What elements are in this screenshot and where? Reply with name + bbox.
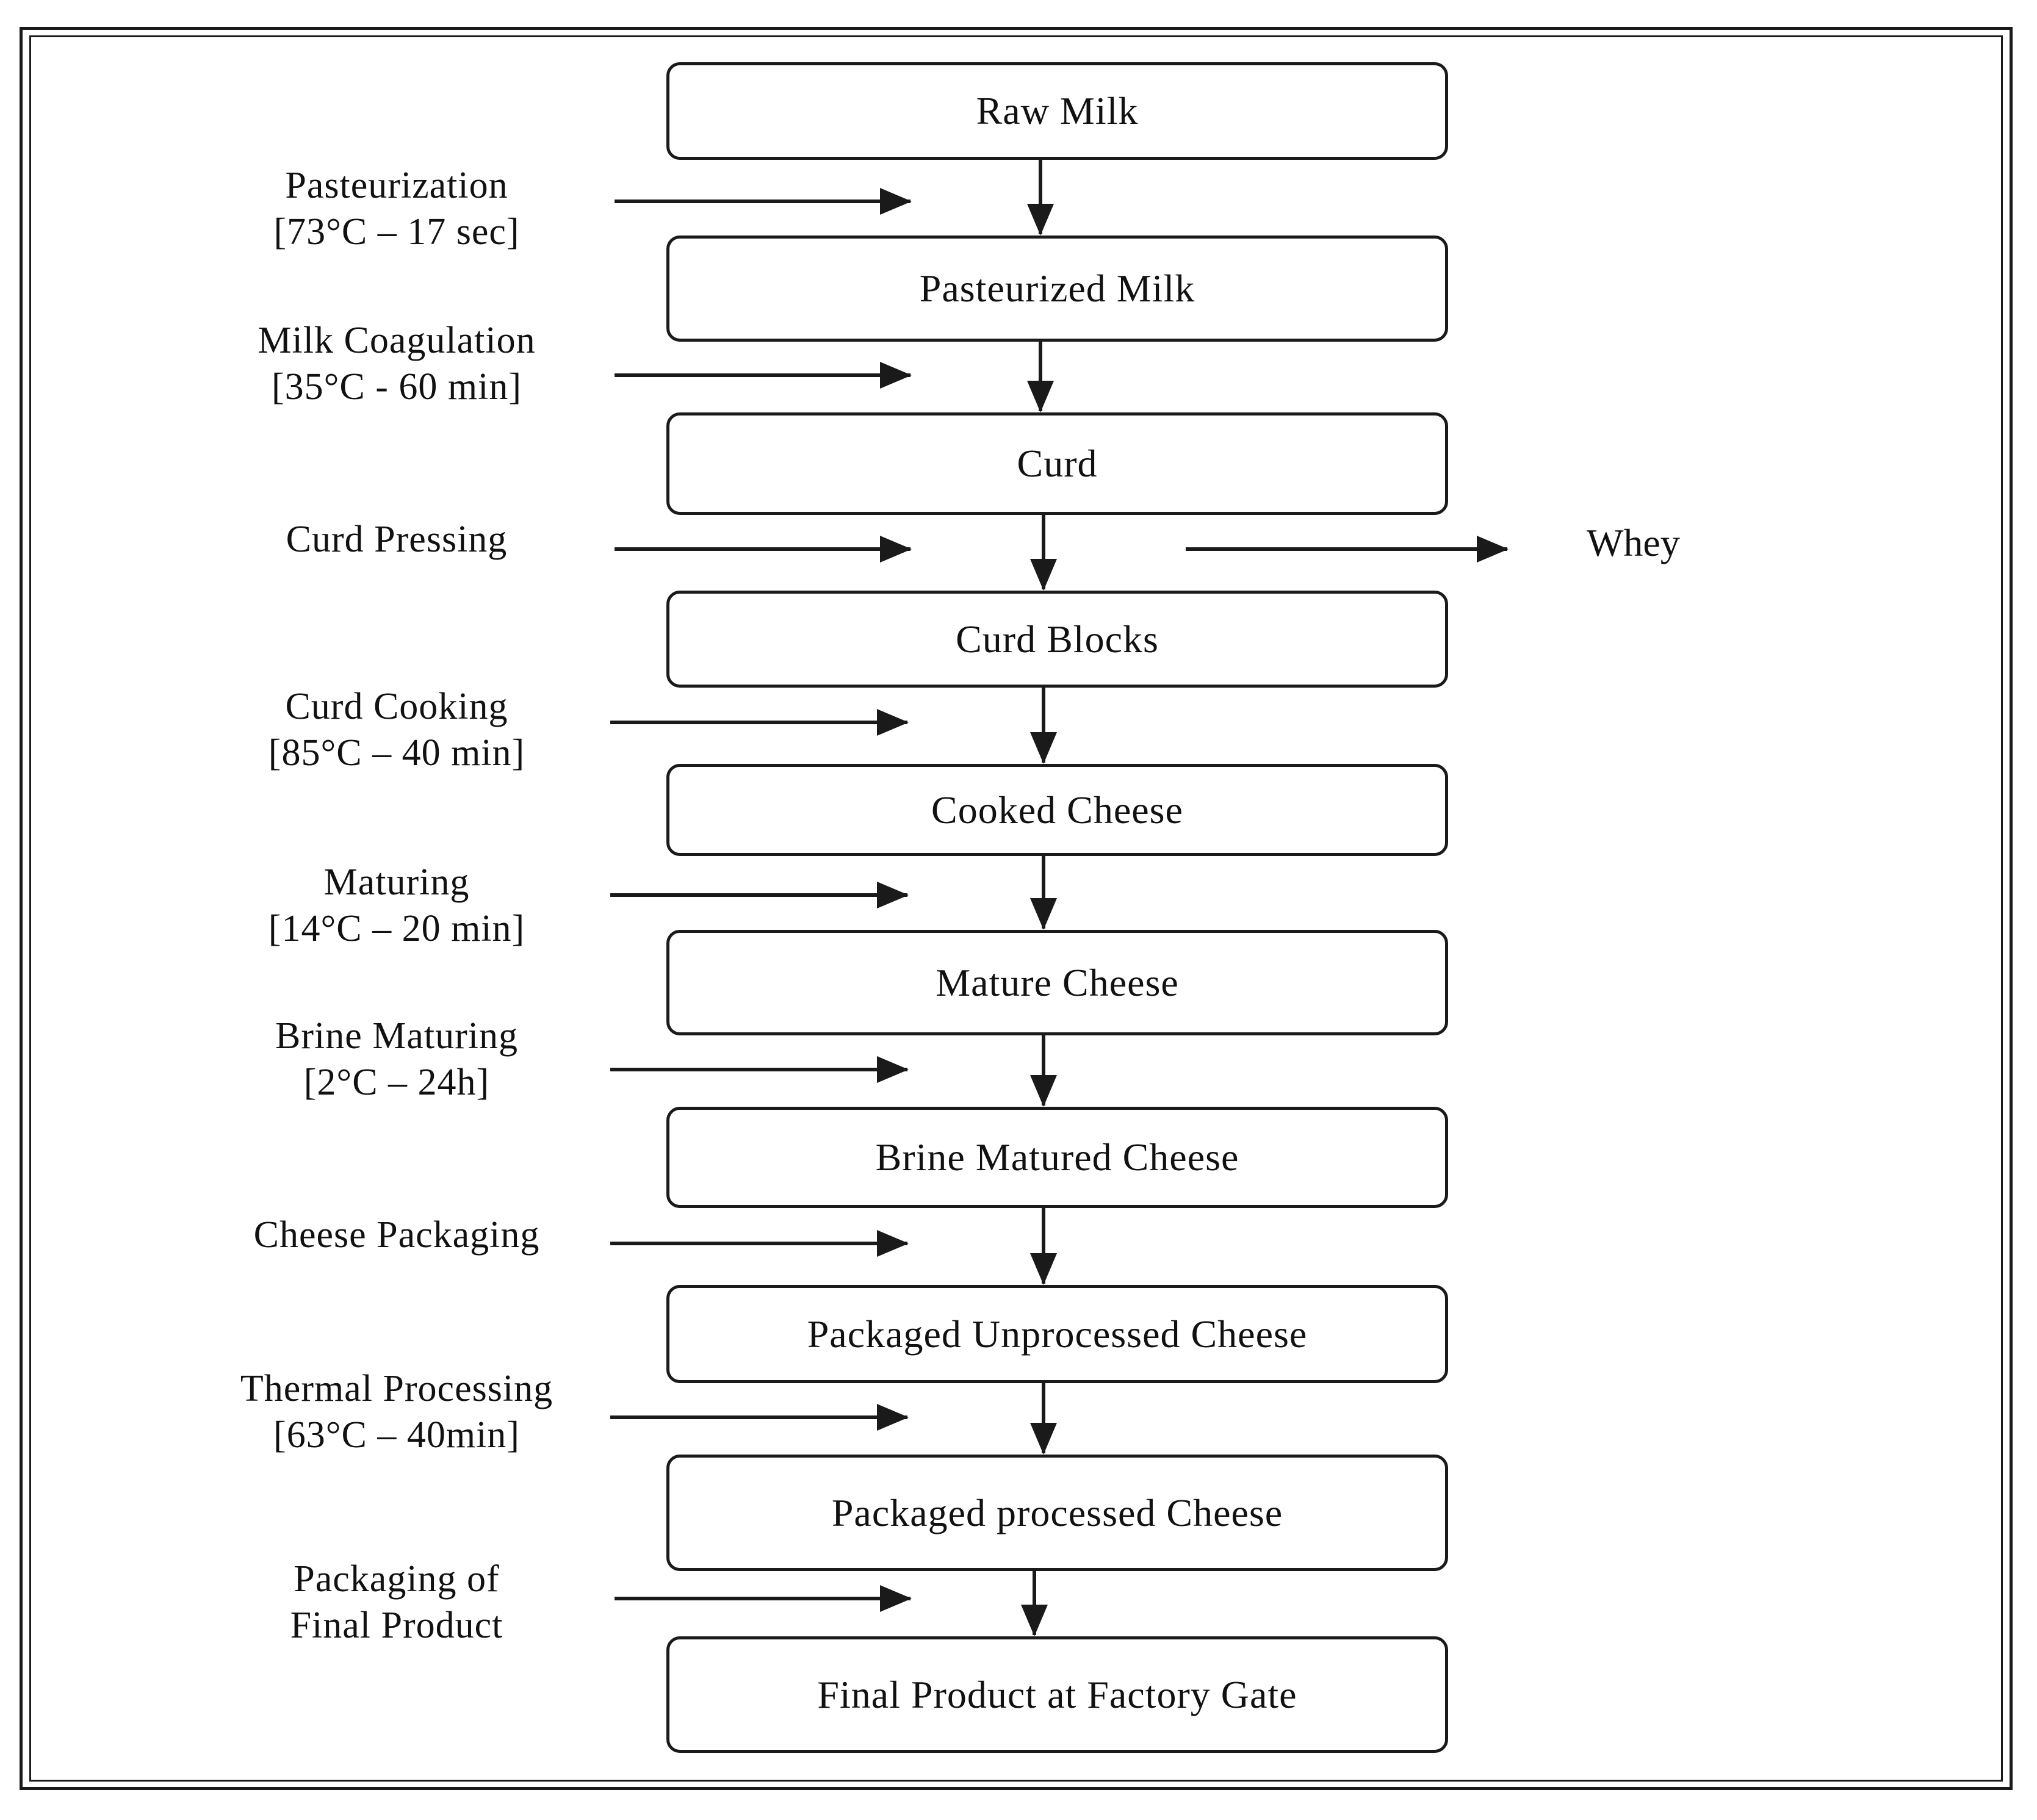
step-label-packaging-final-product: Packaging of Final Product — [165, 1556, 629, 1649]
step-condition: [14°C – 20 min] — [268, 908, 525, 949]
product-box-curd-blocks: Curd Blocks — [666, 591, 1448, 688]
product-box-raw-milk: Raw Milk — [666, 62, 1448, 160]
step-label-thermal-processing: Thermal Processing [63°C – 40min] — [165, 1365, 629, 1458]
step-condition: [2°C – 24h] — [303, 1062, 490, 1103]
step-name: Cheese Packaging — [253, 1214, 540, 1256]
step-name: Curd Cooking — [285, 686, 508, 727]
step-name: Maturing — [323, 861, 470, 903]
step-condition: [63°C – 40min] — [273, 1414, 520, 1456]
step-name: Thermal Processing — [240, 1368, 553, 1409]
inner-frame — [29, 35, 2003, 1782]
product-box-pasteurized-milk: Pasteurized Milk — [666, 236, 1448, 342]
product-box-packaged-unprocessed-cheese: Packaged Unprocessed Cheese — [666, 1285, 1448, 1383]
step-label-pasteurization: Pasteurization [73°C – 17 sec] — [165, 162, 629, 255]
step-condition: Final Product — [290, 1605, 503, 1646]
step-label-cheese-packaging: Cheese Packaging — [165, 1212, 629, 1258]
step-label-milk-coagulation: Milk Coagulation [35°C - 60 min] — [165, 317, 629, 410]
product-box-final-product: Final Product at Factory Gate — [666, 1636, 1448, 1753]
product-box-mature-cheese: Mature Cheese — [666, 930, 1448, 1035]
byproduct-label-whey: Whey — [1587, 521, 1680, 564]
step-name: Curd Pressing — [286, 519, 508, 560]
step-label-brine-maturing: Brine Maturing [2°C – 24h] — [165, 1013, 629, 1106]
step-label-curd-pressing: Curd Pressing — [165, 516, 629, 563]
step-condition: [73°C – 17 sec] — [273, 211, 520, 253]
product-box-curd: Curd — [666, 412, 1448, 515]
product-box-cooked-cheese: Cooked Cheese — [666, 764, 1448, 856]
step-condition: [85°C – 40 min] — [268, 732, 525, 774]
step-condition: [35°C - 60 min] — [271, 366, 522, 408]
step-label-curd-cooking: Curd Cooking [85°C – 40 min] — [165, 683, 629, 776]
step-name: Brine Maturing — [275, 1015, 518, 1057]
step-name: Pasteurization — [285, 165, 508, 206]
product-box-brine-matured-cheese: Brine Matured Cheese — [666, 1107, 1448, 1208]
step-label-maturing: Maturing [14°C – 20 min] — [165, 859, 629, 952]
step-name: Packaging of — [294, 1558, 500, 1600]
outer-frame — [20, 27, 2013, 1790]
product-box-packaged-processed-cheese: Packaged processed Cheese — [666, 1455, 1448, 1571]
step-name: Milk Coagulation — [258, 320, 536, 361]
